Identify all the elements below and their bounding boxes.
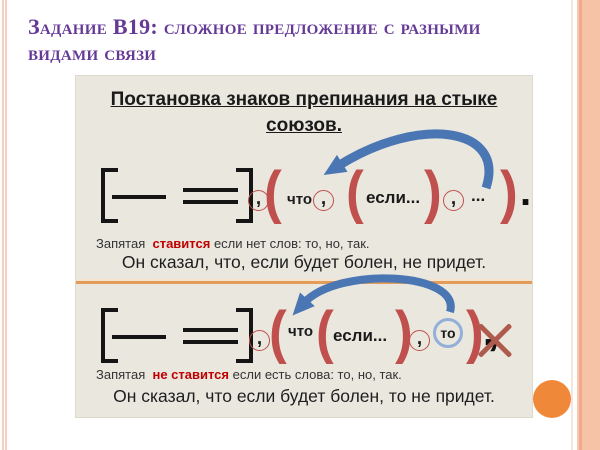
- left-border-stripe: [5, 0, 7, 450]
- right-border-stripe: [579, 0, 582, 450]
- conjunction-esli: если...: [366, 188, 421, 207]
- circled-comma: ,: [249, 329, 270, 351]
- subject-line: [112, 195, 166, 199]
- main-clause-bracket-left: [101, 308, 118, 363]
- left-border-stripe: [2, 0, 4, 450]
- clause-paren-close: ): [466, 300, 484, 365]
- conjunction-chto: что: [287, 191, 313, 208]
- right-border-stripe: [577, 0, 579, 450]
- circled-comma: ,: [313, 189, 334, 211]
- ellipsis: ...: [471, 186, 486, 205]
- example-sentence-with-comma: Он сказал, что, если будет болен, не при…: [121, 252, 487, 272]
- right-border-stripe: [571, 0, 573, 450]
- clause-paren-close: ): [500, 160, 518, 225]
- circled-comma: ,: [443, 189, 464, 211]
- rule-word: Запятая: [96, 236, 146, 251]
- rule-rest: если нет слов: то, но, так.: [213, 236, 370, 251]
- circled-comma: ,: [409, 329, 430, 351]
- conjunction-to-circled: то: [433, 318, 463, 348]
- clause-paren-open: (: [316, 300, 334, 365]
- clause-paren-close: ): [395, 300, 413, 365]
- rule-rest: если есть слова: то, но, так.: [232, 367, 402, 382]
- conjunction-esli: если...: [333, 326, 388, 345]
- rule-highlight: ставится: [152, 236, 211, 251]
- orange-circle-decoration: [533, 380, 571, 418]
- board-heading: Постановка знаков препинания на стыке со…: [110, 89, 498, 136]
- rule-highlight: не ставится: [152, 367, 229, 382]
- predicate-line: [183, 200, 238, 204]
- predicate-line: [183, 188, 238, 192]
- main-clause-bracket-left: [101, 168, 118, 223]
- conjunction-chto: что: [288, 323, 314, 340]
- slide-title: Задание В19: сложное предложение с разны…: [28, 14, 481, 65]
- content-board: Постановка знаков препинания на стыке со…: [75, 75, 533, 418]
- example-sentence-without-comma: Он сказал, что если будет болен, то не п…: [113, 386, 495, 406]
- right-border-stripe: [582, 0, 600, 450]
- clause-paren-close: ): [424, 160, 442, 225]
- clause-paren-open: (: [264, 160, 282, 225]
- rule-comma-placed: Запятая ставится если нет слов: то, но, …: [96, 236, 370, 251]
- rule-comma-not-placed: Запятая не ставится если есть слова: то,…: [96, 367, 402, 382]
- subject-line: [112, 335, 166, 339]
- rule-word: Запятая: [96, 367, 146, 382]
- section-divider: [76, 279, 532, 284]
- predicate-line: [183, 328, 238, 332]
- clause-paren-open: (: [269, 300, 287, 365]
- circled-comma: ,: [248, 189, 269, 211]
- predicate-line: [183, 340, 238, 344]
- clause-paren-open: (: [346, 160, 364, 225]
